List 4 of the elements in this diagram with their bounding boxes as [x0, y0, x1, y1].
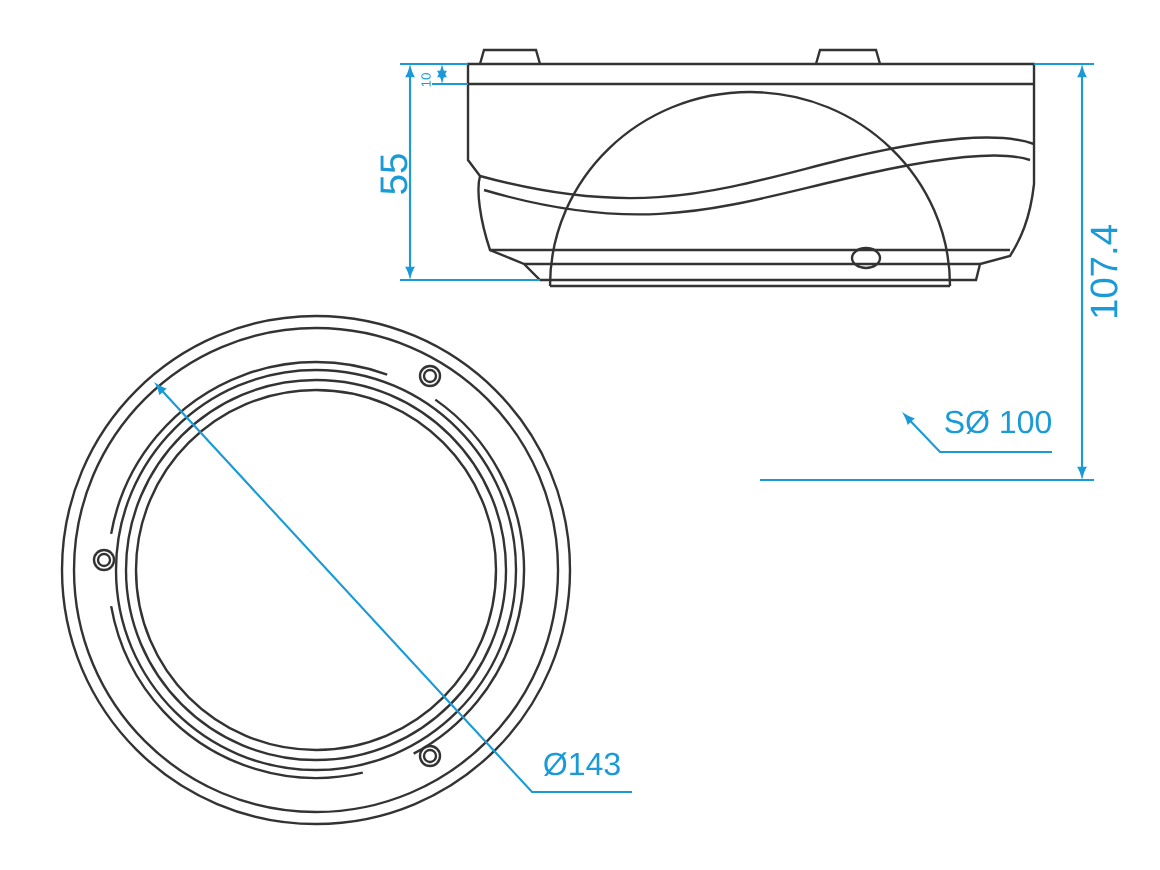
dimension-label: 55 [380, 154, 408, 194]
dimension-label: Ø143 [544, 752, 620, 776]
dimension-label: SØ 100 [945, 410, 1051, 434]
dimension-label: 107.4 [1090, 225, 1118, 318]
